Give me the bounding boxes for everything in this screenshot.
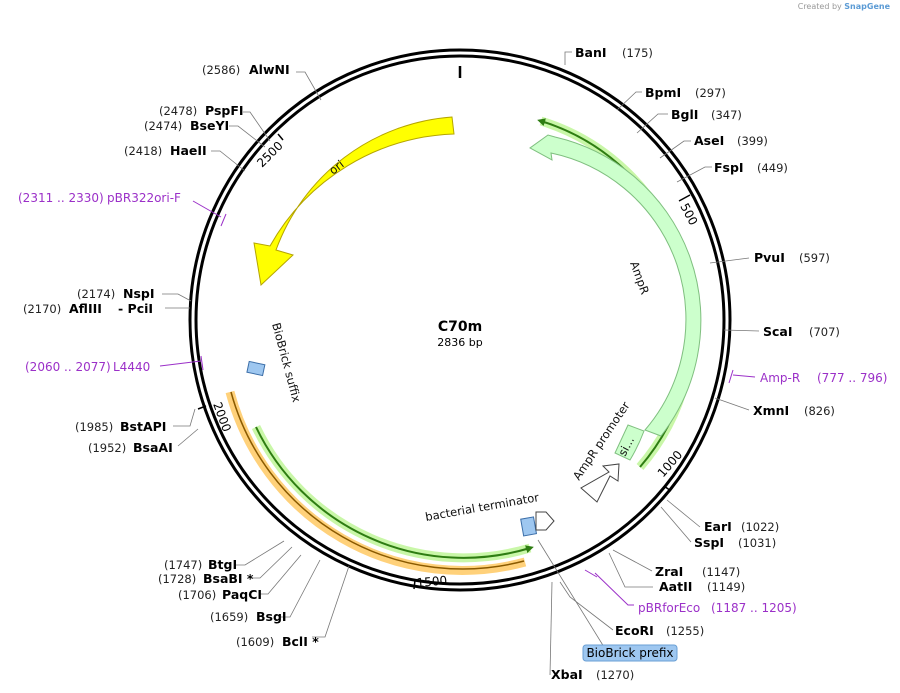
enzyme-pos-eari: (1022) (741, 520, 779, 534)
enzyme-label-paqci: PaqCI (222, 587, 262, 602)
snapgene-credit: Created by SnapGene (798, 2, 890, 11)
enzyme-label-bsgi: BsgI (256, 609, 287, 624)
enzyme-pos-alwni: (2586) (202, 63, 240, 77)
enzyme-pos-bsaai: (1952) (88, 441, 126, 455)
ampr-label: AmpR (627, 259, 652, 296)
tick-mark-1000 (663, 485, 672, 492)
ampr-feature-arrow (529, 134, 702, 437)
primer-range-l4440: (2060 .. 2077) (25, 360, 111, 374)
enzyme-pos-bgli: (347) (711, 108, 742, 122)
enzyme-pos-bseyi: (2474) (144, 119, 182, 133)
enzyme-pos-haeii: (2418) (124, 144, 162, 158)
enzyme-label-btgi: BtgI (208, 557, 237, 572)
primer-label-pbr322ori-f: pBR322ori-F (107, 191, 181, 205)
enzyme-label-ecori: EcoRI (615, 623, 654, 638)
enzyme-pos-pvui: (597) (799, 251, 830, 265)
primer-range-pbr322ori-f: (2311 .. 2330) (18, 191, 104, 205)
enzyme-pos-afliii: (2170) (23, 302, 61, 316)
primer-markers (159, 200, 756, 606)
primer-label-amp-r: Amp-R (760, 371, 800, 385)
terminator-arrow (535, 511, 555, 531)
insert-direction-line (255, 426, 534, 559)
enzyme-pos-paqci: (1706) (178, 588, 216, 602)
enzyme-pos-sspi: (1031) (738, 536, 776, 550)
ampr-promoter-arrow (580, 463, 620, 503)
tick-mark-500 (678, 194, 691, 202)
primer-label-l4440: L4440 (113, 360, 150, 374)
tick-label-2500: 2500 (254, 139, 285, 170)
enzyme-label-bpmi: BpmI (645, 85, 681, 100)
insert-arrow-line-orange (230, 391, 525, 570)
enzyme-label-sspi: SspI (694, 535, 724, 550)
enzyme-label-bgli: BglI (671, 107, 698, 122)
enzyme-label-bstapi: BstAPI (120, 419, 166, 434)
enzyme-pos-fspi: (449) (757, 161, 788, 175)
enzyme-pos-bsgi: (1659) (210, 610, 248, 624)
biobrick-prefix-leader (537, 539, 605, 648)
enzyme-label-bsabi: BsaBI * (203, 571, 254, 586)
enzyme-label-pcii: - PciI (118, 301, 153, 316)
enzyme-label-xbai: XbaI (551, 667, 583, 682)
enzyme-label-asei: AseI (694, 133, 724, 148)
enzyme-label-alwni: AlwNI (249, 62, 290, 77)
enzyme-pos-xbai: (1270) (596, 668, 634, 682)
enzyme-pos-ecori: (1255) (666, 624, 704, 638)
enzyme-pos-asei: (399) (737, 134, 768, 148)
ori-feature-arrow (253, 116, 455, 287)
enzyme-label-eari: EarI (704, 519, 732, 534)
plasmid-length: 2836 bp (437, 336, 482, 349)
enzyme-label-bsaai: BsaAI (133, 440, 173, 455)
biobrick-suffix-box (246, 360, 266, 377)
plasmid-name: C70m (438, 319, 482, 335)
enzyme-label-nspi: NspI (123, 286, 155, 301)
tick-mark-1500 (413, 579, 416, 590)
enzyme-pos-bsabi: (1728) (158, 572, 196, 586)
tick-mark-2500 (277, 133, 284, 141)
biobrick-prefix-label: BioBrick prefix (586, 646, 673, 660)
enzyme-label-bani: BanI (575, 45, 607, 60)
tick-mark-2000 (197, 405, 207, 410)
signal-sequence-block (614, 424, 645, 461)
primer-range-amp-r: (777 .. 796) (817, 371, 887, 385)
enzyme-label-bcli: BclI * (282, 634, 319, 649)
enzyme-pos-bani: (175) (622, 46, 653, 60)
backbone-inner-ring (194, 54, 726, 586)
primer-range-pbrforeco: (1187 .. 1205) (711, 601, 797, 615)
insert-highlight-orange (225, 390, 527, 575)
primer-label-pbrforeco: pBRforEco (638, 601, 700, 615)
enzyme-pos-xmni: (826) (804, 404, 835, 418)
enzyme-label-afliii: AflIII (69, 301, 102, 316)
enzyme-pos-bpmi: (297) (695, 86, 726, 100)
enzyme-label-xmni: XmnI (753, 403, 789, 418)
enzyme-label-bseyi: BseYI (190, 118, 229, 133)
credit-brand: SnapGene (844, 2, 890, 11)
biobrick-prefix-box (582, 644, 678, 662)
enzyme-label-pvui: PvuI (754, 250, 785, 265)
backbone-outer-ring (188, 48, 732, 592)
enzyme-label-scai: ScaI (763, 324, 793, 339)
enzyme-label-aatii: AatII (659, 579, 692, 594)
enzyme-pos-zrai: (1147) (702, 565, 740, 579)
enzyme-label-fspi: FspI (714, 160, 744, 175)
tick-label-1500: 1500 (416, 573, 448, 590)
enzyme-pos-bcli: (1609) (236, 635, 274, 649)
enzyme-pos-nspi: (2174) (77, 287, 115, 301)
insert-highlight-green (251, 425, 532, 563)
credit-prefix: Created by (797, 2, 842, 11)
enzyme-label-haeii: HaeII (170, 143, 207, 158)
enzyme-label-zrai: ZraI (655, 564, 683, 579)
terminator-biobrick-box (520, 516, 538, 537)
enzyme-pos-bstapi: (1985) (75, 420, 113, 434)
enzyme-pos-aatii: (1149) (707, 580, 745, 594)
enzyme-label-pspfi: PspFI (205, 103, 244, 118)
enzyme-pos-scai: (707) (809, 325, 840, 339)
enzyme-leader-lines (162, 51, 760, 676)
enzyme-pos-pspfi: (2478) (159, 104, 197, 118)
enzyme-pos-btgi: (1747) (164, 558, 202, 572)
biobrick-suffix-label: BioBrick suffix (269, 321, 304, 404)
